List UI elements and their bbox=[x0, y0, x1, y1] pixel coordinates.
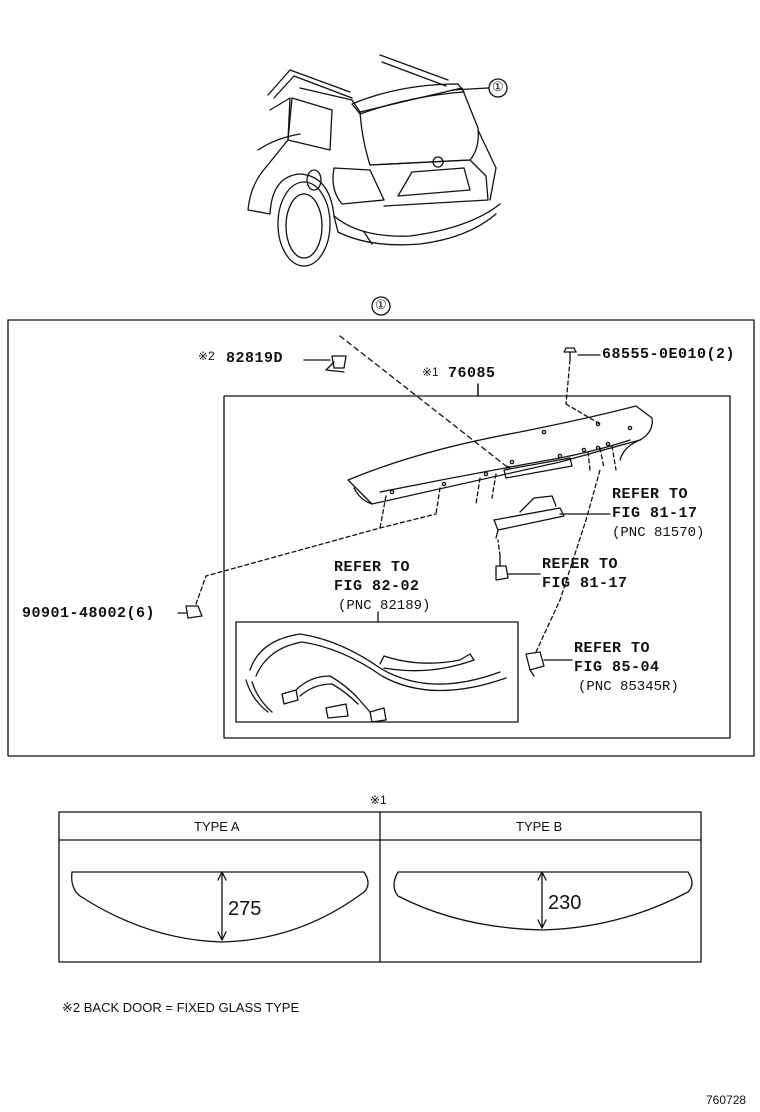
assembly-frame bbox=[7, 319, 755, 757]
clip-part-number: 82819D bbox=[226, 350, 284, 367]
ref-1-line3: (PNC 81570) bbox=[612, 525, 705, 541]
type-b-header: TYPE B bbox=[516, 819, 563, 834]
types-table-grid bbox=[58, 811, 702, 963]
ref-3-line2: FIG 82-02 bbox=[334, 578, 420, 595]
ref-1-line2: FIG 81-17 bbox=[612, 505, 698, 522]
clip-82819d bbox=[325, 355, 347, 373]
bolt-90901 bbox=[185, 605, 203, 619]
spoiler-mark: ※1 bbox=[422, 365, 439, 379]
type-a-header: TYPE A bbox=[194, 819, 240, 834]
spoiler-part-number: 76085 bbox=[448, 365, 496, 382]
bolt-part-number: 90901-48002(6) bbox=[22, 605, 156, 622]
spoiler-box bbox=[223, 395, 731, 739]
ref-4-line2: FIG 85-04 bbox=[574, 659, 660, 676]
ref-1-line1: REFER TO bbox=[612, 486, 689, 503]
spoiler-illustration bbox=[347, 405, 653, 529]
clip-mark: ※2 bbox=[198, 349, 215, 363]
ref-4-line1: REFER TO bbox=[574, 640, 651, 657]
footnote: ※2 BACK DOOR = FIXED GLASS TYPE bbox=[62, 1000, 300, 1015]
ref-3-line3: (PNC 82189) bbox=[338, 598, 431, 614]
figure-id: 760728 bbox=[706, 1093, 747, 1107]
stop-lamp-illustration bbox=[493, 495, 565, 539]
wire-harness-illustration bbox=[245, 633, 507, 723]
callout-top-number: ① bbox=[492, 79, 504, 94]
callout-assembly-number: ① bbox=[375, 297, 387, 312]
harness-box bbox=[235, 621, 519, 723]
ref-2-line2: FIG 81-17 bbox=[542, 575, 628, 592]
vehicle-rear-illustration bbox=[247, 54, 508, 267]
screw-68555 bbox=[563, 347, 577, 361]
ref-4-line3: (PNC 85345R) bbox=[578, 679, 679, 695]
screw-part-number: 68555-0E010(2) bbox=[602, 346, 736, 363]
type-b-dimension: 230 bbox=[548, 892, 582, 914]
type-a-dimension: 275 bbox=[228, 898, 262, 920]
fastener-center bbox=[495, 555, 509, 581]
bracket-85345r bbox=[525, 651, 545, 677]
ref-2-line1: REFER TO bbox=[542, 556, 619, 573]
ref-3-line1: REFER TO bbox=[334, 559, 411, 576]
types-table-mark: ※1 bbox=[370, 793, 387, 807]
